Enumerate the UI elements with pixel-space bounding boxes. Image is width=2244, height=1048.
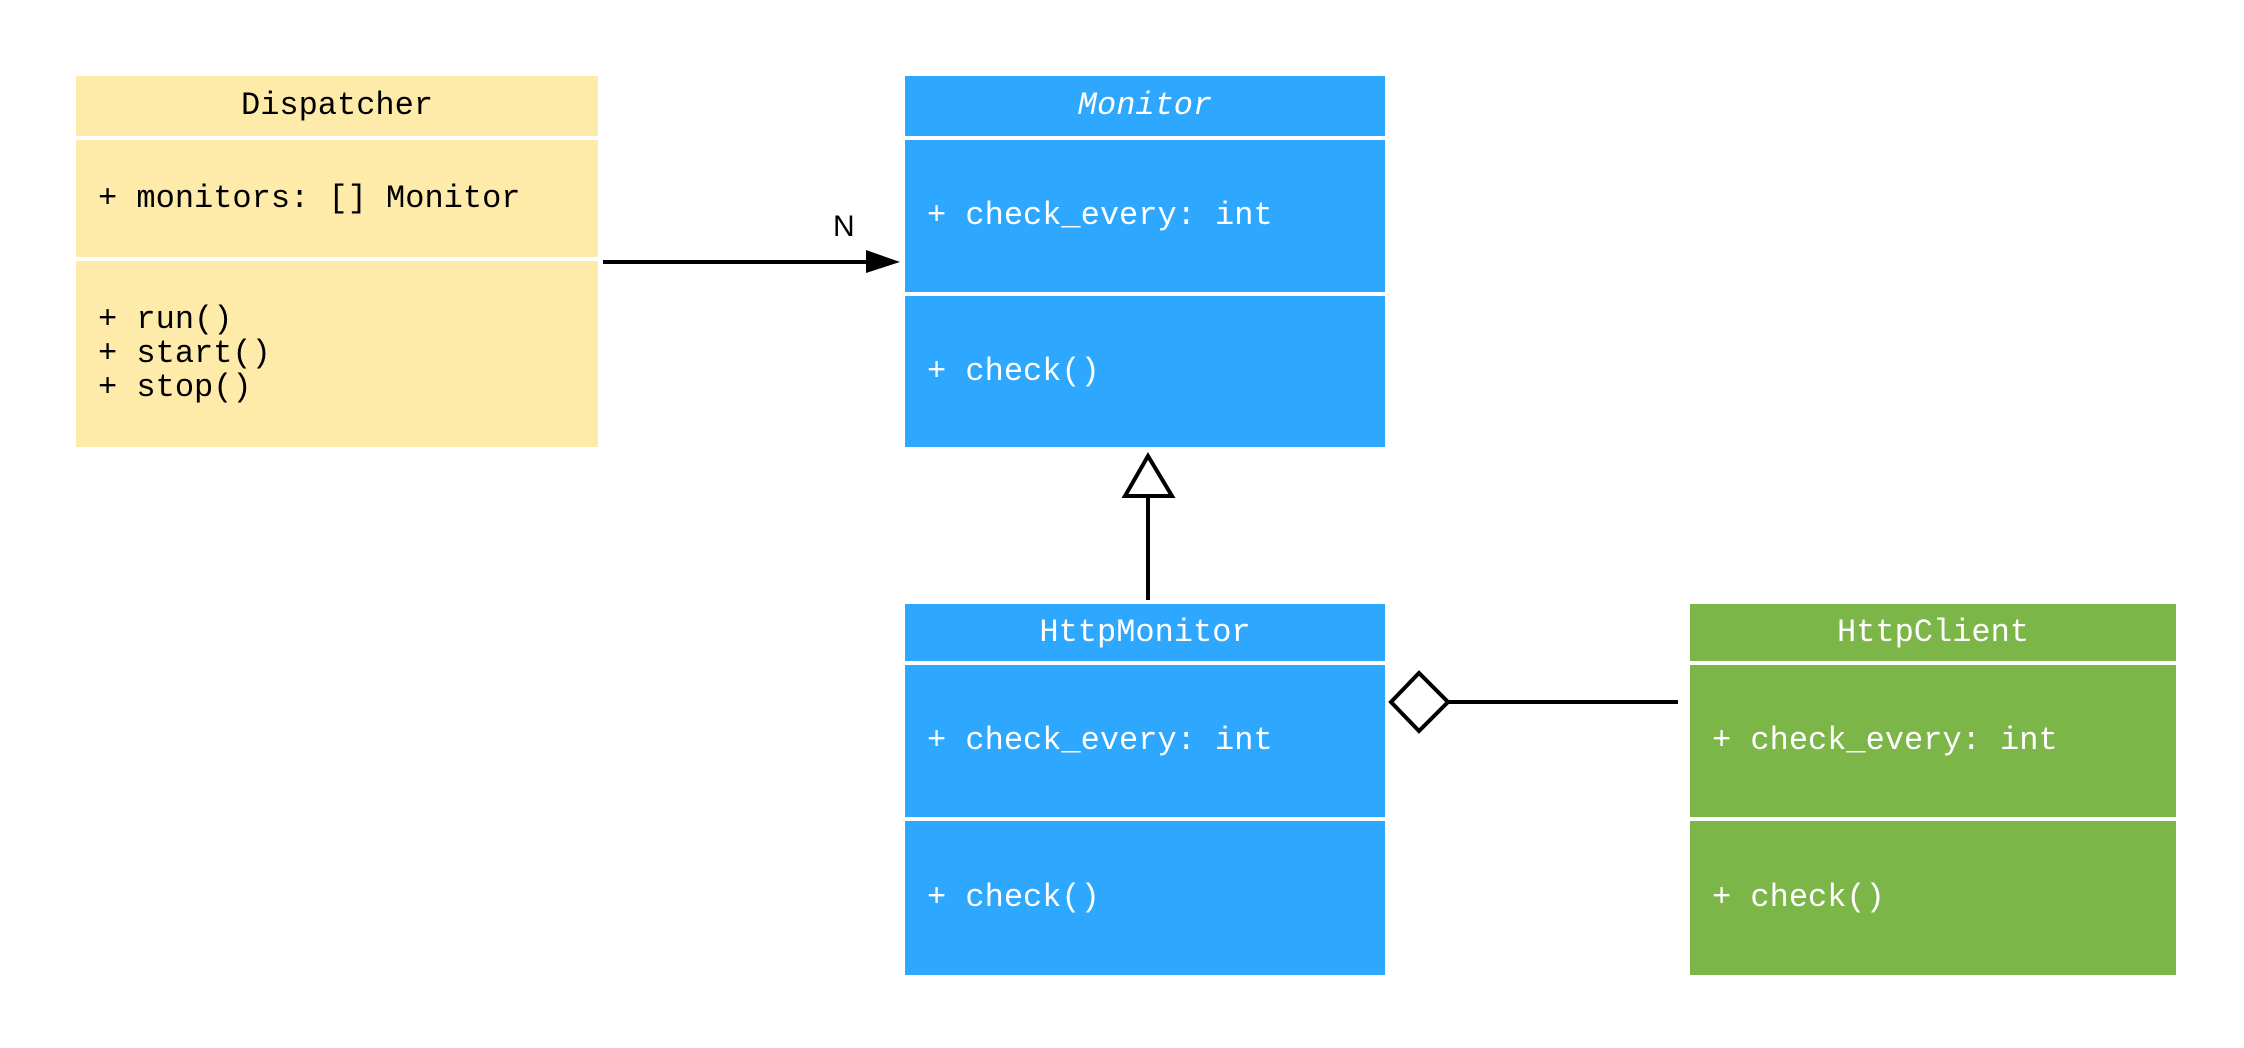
- association-arrow: [603, 250, 900, 273]
- class-attributes: + check_every: int: [905, 665, 1385, 817]
- class-attributes: + check_every: int: [905, 140, 1385, 292]
- class-name: HttpMonitor: [905, 604, 1385, 661]
- class-monitor[interactable]: Monitor + check_every: int + check(): [905, 76, 1385, 447]
- class-methods: + check(): [1690, 821, 2176, 975]
- class-name: HttpClient: [1690, 604, 2176, 661]
- class-name: Dispatcher: [76, 76, 598, 136]
- class-methods: + check(): [905, 296, 1385, 447]
- multiplicity-label: N: [833, 210, 855, 243]
- class-methods: + run() + start() + stop(): [76, 261, 598, 447]
- class-dispatcher[interactable]: Dispatcher + monitors: [] Monitor + run(…: [76, 76, 598, 447]
- generalization-arrow: [1121, 452, 1176, 600]
- class-http-client[interactable]: HttpClient + check_every: int + check(): [1690, 604, 2176, 975]
- aggregation-connector: [1388, 670, 1678, 734]
- class-attributes: + monitors: [] Monitor: [76, 140, 598, 257]
- class-name: Monitor: [905, 76, 1385, 136]
- class-http-monitor[interactable]: HttpMonitor + check_every: int + check(): [905, 604, 1385, 975]
- class-methods: + check(): [905, 821, 1385, 975]
- class-attributes: + check_every: int: [1690, 665, 2176, 817]
